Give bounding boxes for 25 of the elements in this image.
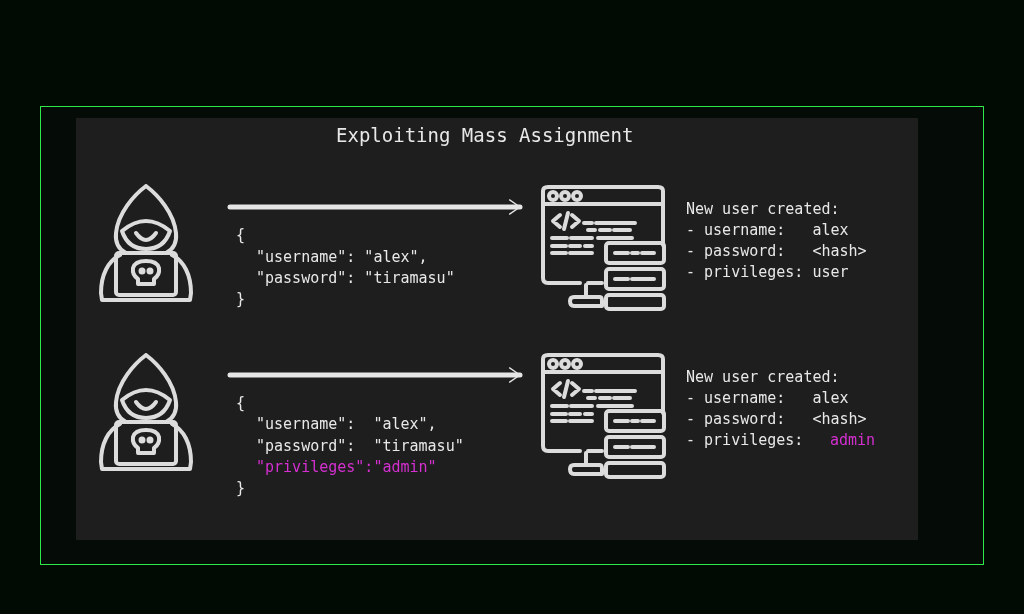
hacker-icon [98, 183, 194, 305]
code-line: "password": "tiramasu" [256, 269, 455, 287]
arrow [227, 199, 523, 215]
result-line: - password: <hash> [686, 242, 867, 260]
hacker-icon [98, 352, 194, 474]
result-line: - username: alex [686, 221, 849, 239]
code-brace: { [236, 226, 246, 244]
code-brace: } [236, 479, 246, 497]
result-heading: New user created: [686, 200, 840, 218]
code-line: "username": "alex", [256, 415, 437, 433]
result-line: - privileges: user [686, 263, 849, 281]
web-server-icon [540, 185, 666, 311]
result-value: admin [830, 431, 876, 449]
code-brace: } [236, 290, 246, 308]
arrow [227, 367, 523, 383]
result-line: - username: alex [686, 389, 849, 407]
code-line: "privileges":"admin" [256, 458, 437, 476]
code-line: "username": "alex", [256, 248, 428, 266]
result-line: - privileges: [686, 431, 804, 449]
result-line: - password: <hash> [686, 410, 867, 428]
title: Exploiting Mass Assignment [336, 124, 634, 146]
web-server-icon [540, 353, 666, 479]
code-brace: { [236, 394, 246, 412]
code-line: "password": "tiramasu" [256, 437, 464, 455]
result-heading: New user created: [686, 368, 840, 386]
